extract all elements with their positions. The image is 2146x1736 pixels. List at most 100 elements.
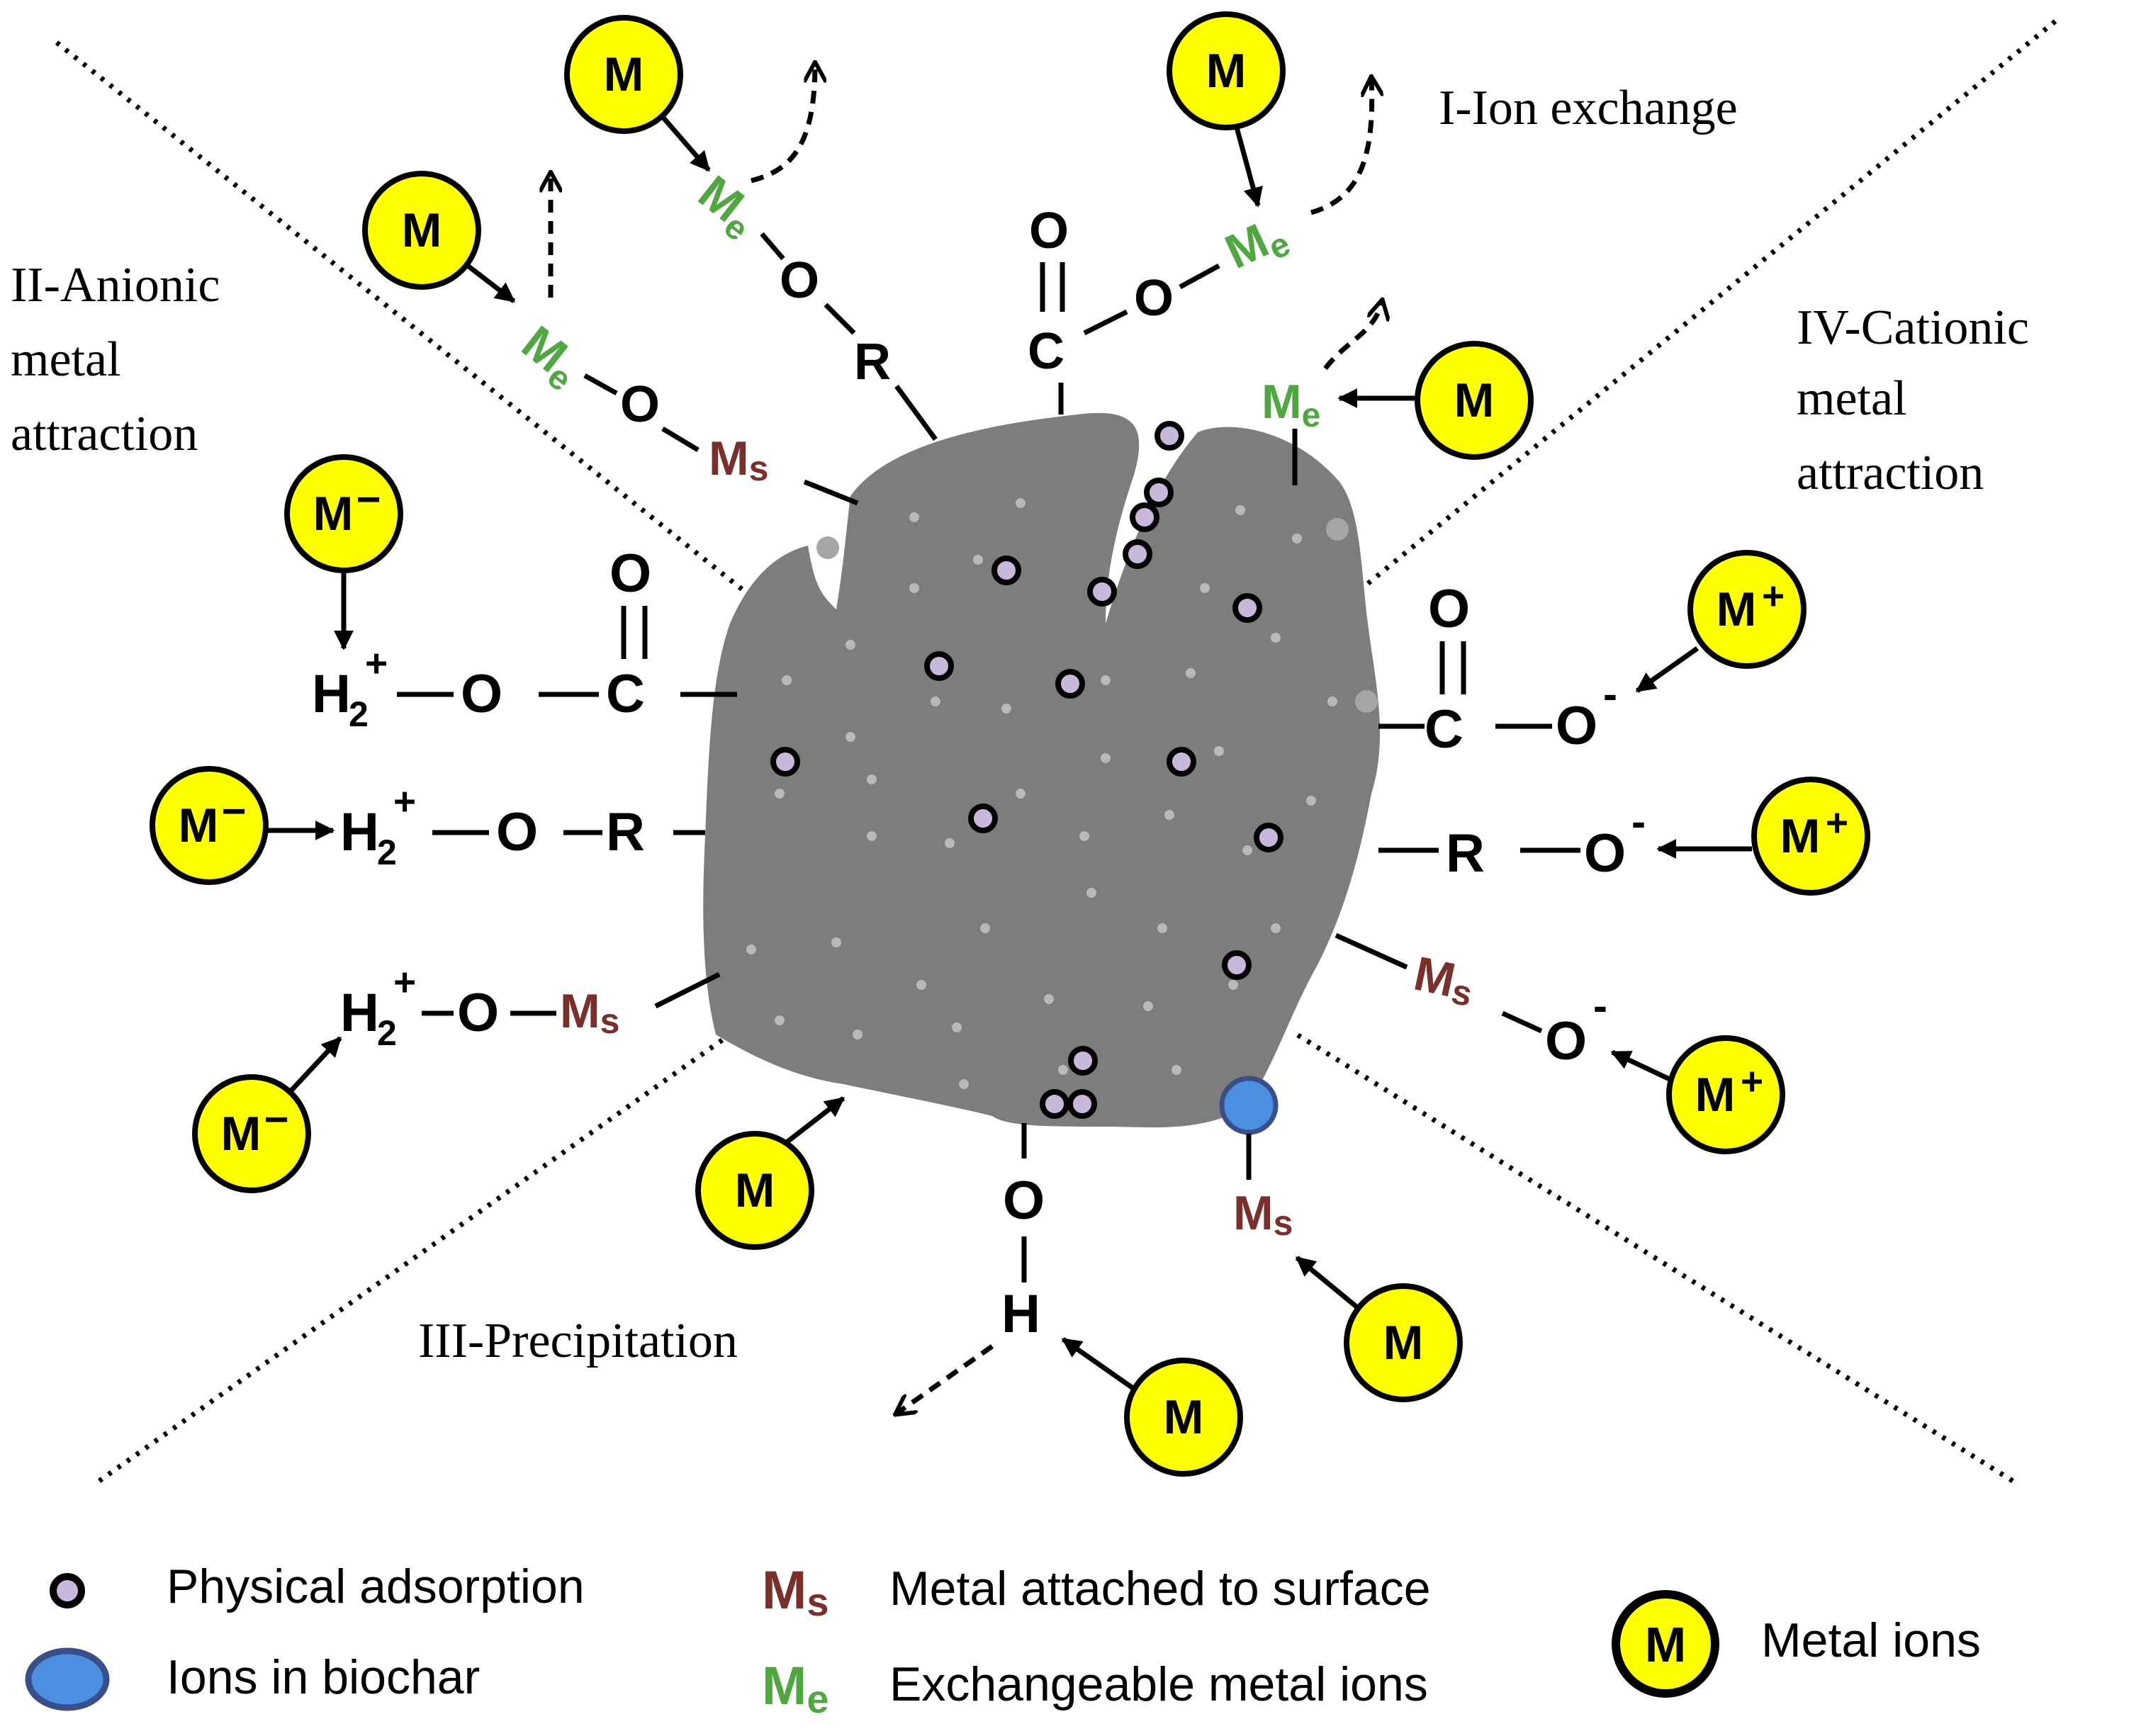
region-anionic: II-Anionic metal attraction bbox=[11, 258, 220, 461]
metal-ion: M bbox=[695, 1131, 814, 1250]
separator-bottom-left bbox=[97, 1032, 732, 1483]
svg-text:−: − bbox=[221, 787, 246, 835]
region-anionic-line1: II-Anionic bbox=[11, 258, 220, 312]
svg-text:Ms: Ms bbox=[560, 984, 619, 1041]
svg-text:H: H bbox=[340, 802, 379, 862]
metal-ion-positive: M + bbox=[1666, 1035, 1785, 1154]
svg-text:M: M bbox=[313, 487, 354, 541]
svg-text:Physical adsorption: Physical adsorption bbox=[167, 1560, 585, 1613]
me-label-4: Me bbox=[1262, 375, 1320, 434]
chain-cationic-ms: Ms O - bbox=[1335, 932, 1607, 1071]
chain-cationic-r: R O - bbox=[1378, 798, 1646, 884]
region-cationic-line2: metal bbox=[1797, 371, 1906, 426]
legend-me: Me Exchangeable metal ions bbox=[762, 1656, 1428, 1721]
svg-text:M: M bbox=[1383, 1316, 1424, 1370]
chain-anionic-ms: H 2 + O Ms bbox=[340, 960, 721, 1053]
svg-text:H: H bbox=[1001, 1284, 1040, 1344]
svg-text:C: C bbox=[1425, 699, 1464, 760]
svg-text:M: M bbox=[1206, 44, 1247, 98]
svg-text:2: 2 bbox=[349, 694, 369, 734]
ms-label: Ms bbox=[709, 432, 768, 488]
svg-text:−: − bbox=[356, 475, 381, 523]
metal-ion-positive: M + bbox=[1751, 777, 1870, 896]
region-anionic-line2: metal bbox=[11, 332, 120, 387]
region-anionic-line3: attraction bbox=[11, 407, 198, 461]
svg-text:O: O bbox=[1428, 579, 1470, 639]
metal-ion: M bbox=[1415, 341, 1534, 460]
me-label: Me bbox=[509, 315, 592, 399]
svg-text:M: M bbox=[1645, 1617, 1686, 1672]
svg-text:O: O bbox=[457, 983, 499, 1043]
svg-text:O: O bbox=[1556, 696, 1597, 756]
region-cationic: IV-Cationic metal attraction bbox=[1797, 300, 2029, 500]
region-cationic-line1: IV-Cationic bbox=[1797, 300, 2029, 355]
svg-text:O: O bbox=[1003, 1171, 1045, 1231]
svg-text:O: O bbox=[1584, 823, 1626, 884]
metal-ion: M bbox=[1167, 11, 1286, 130]
svg-text:+: + bbox=[1741, 1059, 1763, 1103]
legend-physical-adsorption: Physical adsorption bbox=[50, 1560, 585, 1613]
svg-text:Ms: Ms bbox=[1409, 947, 1479, 1015]
svg-text:C: C bbox=[606, 664, 645, 724]
svg-text:2: 2 bbox=[377, 1013, 397, 1053]
chain-anionic-me-o-ms: Me O Ms bbox=[509, 174, 859, 506]
svg-text:-: - bbox=[1603, 670, 1617, 718]
metal-ion-negative: M − bbox=[192, 1074, 311, 1193]
metal-ion-positive: M + bbox=[1687, 550, 1807, 669]
svg-text:Me: Me bbox=[762, 1656, 828, 1721]
svg-text:O: O bbox=[780, 252, 819, 309]
svg-text:Metal attached to surface: Metal attached to surface bbox=[889, 1562, 1431, 1616]
metal-ion: M bbox=[564, 15, 683, 134]
region-precipitation: III-Precipitation bbox=[418, 1314, 738, 1368]
chain-me-o-r: Me O R bbox=[689, 64, 938, 441]
svg-text:O: O bbox=[1545, 1011, 1587, 1071]
chain-carboxyl-me: O C O Me bbox=[1028, 78, 1372, 415]
svg-text:+: + bbox=[393, 960, 416, 1004]
legend-ms: Ms Metal attached to surface bbox=[762, 1560, 1431, 1624]
biochar-particle bbox=[703, 412, 1381, 1128]
svg-text:Ms: Ms bbox=[1233, 1186, 1293, 1243]
metal-ion: M bbox=[1344, 1283, 1463, 1402]
svg-text:C: C bbox=[1028, 323, 1064, 380]
svg-text:M: M bbox=[604, 47, 644, 101]
chain-precipitation-ms: Ms bbox=[1233, 1134, 1293, 1243]
region-cationic-line3: attraction bbox=[1797, 446, 1984, 500]
svg-text:Ms: Ms bbox=[762, 1560, 828, 1624]
svg-text:Metal ions: Metal ions bbox=[1761, 1613, 1981, 1667]
svg-text:R: R bbox=[854, 334, 891, 390]
separator-bottom-right bbox=[1296, 1032, 2014, 1483]
metal-ion-negative: M − bbox=[150, 766, 269, 885]
legend-metal-ions: M Metal ions bbox=[1612, 1590, 1981, 1698]
svg-text:M: M bbox=[1164, 1390, 1204, 1444]
physical-adsorption-pores bbox=[770, 421, 1283, 1119]
legend-ions-in-biochar: Ions in biochar bbox=[25, 1647, 480, 1711]
chain-precipitation-oh: O H bbox=[897, 1123, 1045, 1414]
chain-anionic-carboxyl: H 2 + O C O bbox=[312, 543, 737, 734]
svg-text:M: M bbox=[1454, 373, 1495, 427]
svg-text:M: M bbox=[221, 1107, 262, 1161]
legend: Physical adsorption Ions in biochar Ms M… bbox=[25, 1560, 1981, 1721]
svg-text:Ions in biochar: Ions in biochar bbox=[167, 1650, 480, 1704]
svg-text:O: O bbox=[1029, 203, 1069, 259]
svg-text:M: M bbox=[1717, 582, 1757, 636]
svg-text:O: O bbox=[1134, 270, 1174, 327]
svg-text:M: M bbox=[402, 203, 442, 257]
metal-ion: M bbox=[362, 171, 481, 290]
svg-text:M: M bbox=[735, 1163, 775, 1217]
svg-text:+: + bbox=[393, 779, 416, 823]
separator-top-left bbox=[55, 40, 760, 604]
svg-text:M: M bbox=[1695, 1068, 1736, 1122]
chain-anionic-r: H 2 + O R bbox=[340, 779, 705, 872]
chain-cationic-carboxyl: C O O - bbox=[1378, 579, 1617, 760]
me-label-3: Me bbox=[1218, 205, 1296, 284]
svg-text:R: R bbox=[1446, 823, 1485, 884]
svg-text:-: - bbox=[1593, 982, 1607, 1030]
metal-ion-negative: M − bbox=[284, 454, 403, 573]
svg-text:O: O bbox=[496, 802, 538, 862]
metal-ions: M M M M M − M − bbox=[150, 11, 1870, 1477]
svg-text:H: H bbox=[340, 983, 379, 1043]
svg-text:+: + bbox=[1826, 801, 1848, 845]
svg-text:+: + bbox=[365, 641, 388, 685]
svg-text:-: - bbox=[1631, 798, 1646, 845]
